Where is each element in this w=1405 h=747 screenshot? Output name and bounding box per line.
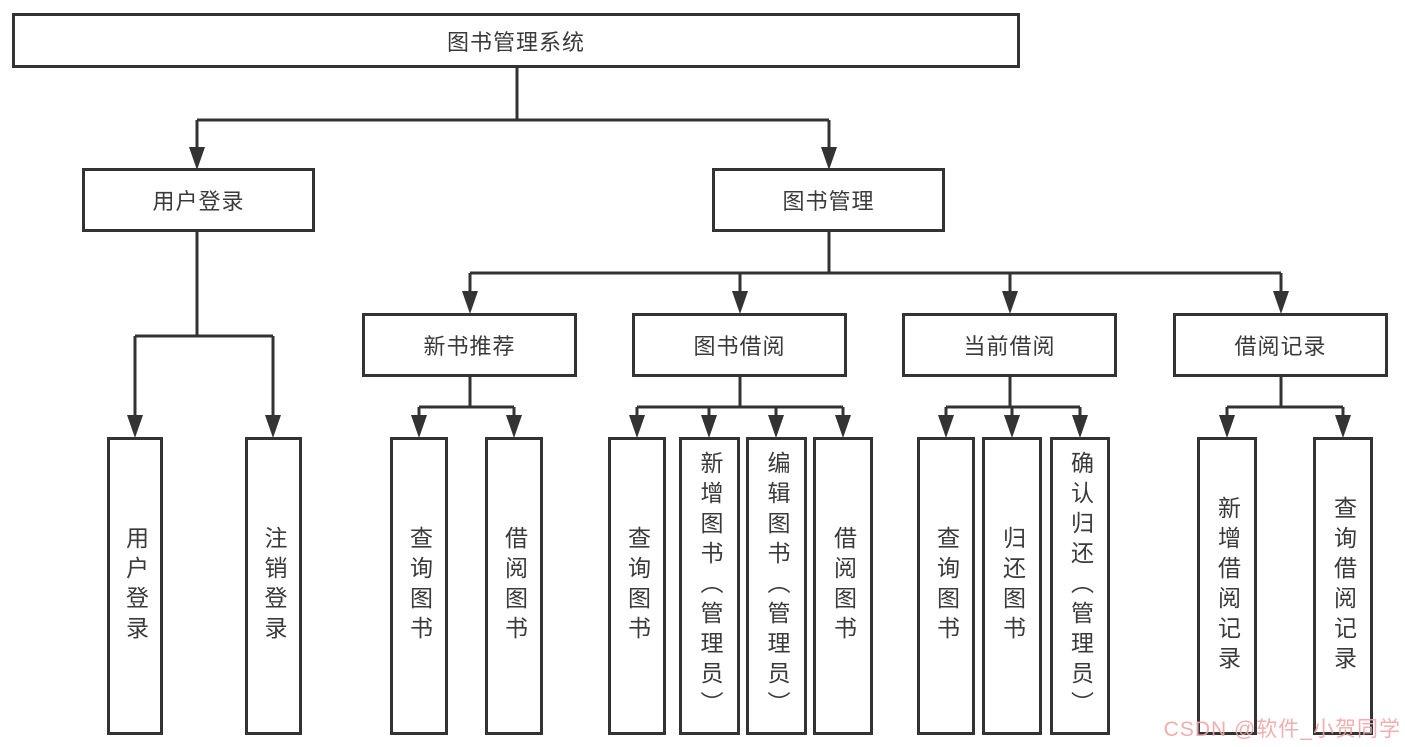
node-library-system: 图书管理系统: [12, 13, 1020, 68]
node-library-system-label: 图书管理系统: [446, 29, 585, 55]
leaf-query-books-current: 查询图书: [917, 437, 975, 735]
node-book-management: 图书管理: [712, 168, 945, 232]
arrowhead: [506, 415, 522, 438]
node-current-borrow: 当前借阅: [902, 313, 1117, 377]
connector-borrow-records: [1225, 377, 1345, 420]
connector-book-borrow: [635, 377, 845, 420]
connector-new-book-recommend: [417, 377, 516, 420]
leaf-borrow-books-recommend: 借阅图书: [485, 437, 543, 735]
leaf-confirm-return-admin: 确认归还（管理员）: [1050, 437, 1110, 735]
connector-user-login: [133, 232, 275, 420]
node-user-login: 用户登录: [82, 168, 315, 232]
arrowheads: [127, 147, 1351, 438]
leaf-borrow-books-borrow-label: 借阅图书: [830, 526, 857, 646]
arrowhead: [821, 147, 837, 170]
arrowhead: [1219, 415, 1235, 438]
arrowhead: [1002, 291, 1018, 314]
arrowhead: [462, 291, 478, 314]
leaf-edit-book-admin-label: 编辑图书（管理员）: [764, 451, 790, 721]
arrowhead: [701, 415, 717, 438]
leaf-user-login-label: 用户登录: [122, 526, 149, 646]
leaf-borrow-books-borrow: 借阅图书: [813, 437, 873, 735]
leaf-query-books-current-label: 查询图书: [933, 526, 960, 646]
leaf-query-books-borrow: 查询图书: [608, 437, 666, 735]
arrowhead: [411, 415, 427, 438]
node-current-borrow-label: 当前借阅: [963, 334, 1056, 359]
node-new-book-recommend: 新书推荐: [362, 313, 577, 377]
leaf-add-book-admin: 新增图书（管理员）: [679, 437, 740, 735]
leaf-query-books-recommend: 查询图书: [390, 437, 448, 735]
arrowhead: [265, 415, 281, 438]
leaf-query-books-borrow-label: 查询图书: [624, 526, 651, 646]
node-user-login-label: 用户登录: [152, 189, 245, 214]
leaf-query-borrow-record-label: 查询借阅记录: [1330, 496, 1357, 676]
arrowhead: [938, 415, 954, 438]
arrowhead: [1335, 415, 1351, 438]
arrowhead: [629, 415, 645, 438]
leaf-return-book: 归还图书: [982, 437, 1042, 735]
node-borrow-records: 借阅记录: [1173, 313, 1388, 377]
node-new-book-recommend-label: 新书推荐: [423, 334, 516, 359]
arrowhead: [1004, 415, 1020, 438]
connector-root: [195, 68, 831, 150]
leaf-add-borrow-record: 新增借阅记录: [1197, 437, 1257, 735]
arrowhead: [835, 415, 851, 438]
arrowhead: [768, 415, 784, 438]
leaf-query-borrow-record: 查询借阅记录: [1313, 437, 1373, 735]
arrowhead: [1072, 415, 1088, 438]
leaf-logout: 注销登录: [245, 437, 302, 735]
node-book-management-label: 图书管理: [782, 189, 875, 214]
node-book-borrow: 图书借阅: [632, 313, 847, 377]
connector-paths: [133, 68, 1345, 420]
node-book-borrow-label: 图书借阅: [693, 334, 786, 359]
leaf-add-book-admin-label: 新增图书（管理员）: [697, 451, 723, 721]
leaf-edit-book-admin: 编辑图书（管理员）: [746, 437, 807, 735]
leaf-borrow-books-recommend-label: 借阅图书: [501, 526, 528, 646]
arrowhead: [1273, 291, 1289, 314]
connector-current-borrow: [944, 377, 1082, 420]
arrowhead: [189, 147, 205, 170]
leaf-query-books-recommend-label: 查询图书: [406, 526, 433, 646]
arrowhead: [127, 415, 143, 438]
leaf-confirm-return-admin-label: 确认归还（管理员）: [1067, 451, 1094, 721]
leaf-user-login: 用户登录: [107, 437, 163, 735]
leaf-add-borrow-record-label: 新增借阅记录: [1214, 496, 1241, 676]
connector-book-management: [468, 232, 1283, 295]
csdn-watermark: CSDN @软件_小贺同学: [1163, 718, 1401, 741]
arrowhead: [732, 291, 748, 314]
node-borrow-records-label: 借阅记录: [1234, 334, 1327, 359]
leaf-logout-label: 注销登录: [261, 526, 287, 646]
leaf-return-book-label: 归还图书: [999, 526, 1026, 646]
